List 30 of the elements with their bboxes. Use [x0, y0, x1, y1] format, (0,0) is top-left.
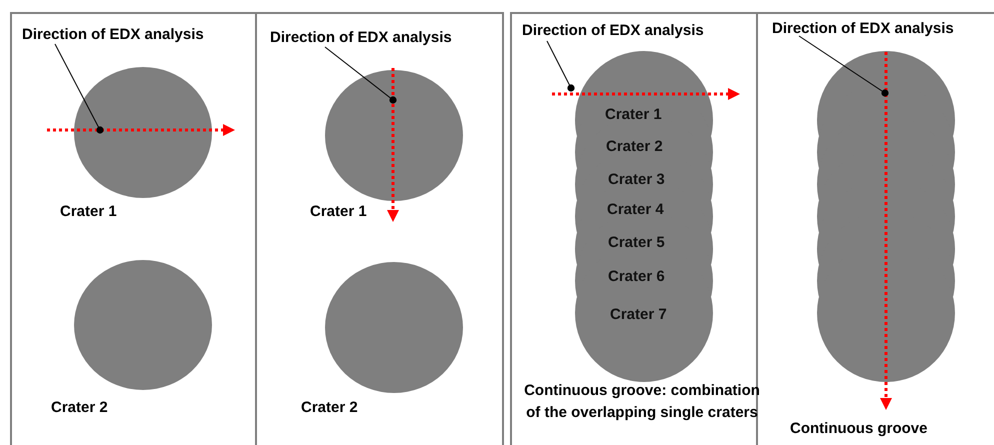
crater-label: Crater 5 — [608, 234, 665, 252]
crater-circle — [325, 70, 463, 201]
crater-circle — [74, 67, 212, 198]
crater-label: Crater 4 — [607, 201, 664, 219]
annotation-label: Direction of EDX analysis — [270, 29, 452, 47]
leader-line — [798, 36, 889, 97]
crater-label: Crater 2 — [606, 138, 663, 156]
crater-caption: Crater 2 — [301, 398, 359, 418]
crater-caption: Crater 1 — [60, 202, 118, 222]
crater-label: Crater 6 — [608, 268, 665, 286]
crater-label: Crater 1 — [605, 106, 662, 124]
annotation-label: Direction of EDX analysis — [772, 20, 954, 38]
crater-label: Crater 3 — [608, 171, 665, 189]
crater-circle — [74, 260, 212, 390]
panel-frame — [10, 12, 257, 445]
crater-label: Crater 7 — [610, 306, 667, 324]
crater-caption: Continuous groove: combination of the overlapping single craters — [524, 381, 760, 423]
crater-caption: Crater 1 — [310, 202, 368, 222]
crater-circle — [325, 262, 463, 393]
leader-line — [54, 44, 104, 134]
crater-caption: Crater 2 — [51, 398, 109, 418]
leader-line — [546, 40, 575, 92]
panel-frame — [510, 12, 758, 445]
leader-line — [324, 46, 397, 104]
annotation-label: Direction of EDX analysis — [22, 26, 204, 44]
panel-frame — [255, 12, 504, 445]
groove-shape — [575, 51, 713, 382]
crater-caption: Continuous groove — [790, 419, 928, 439]
groove-shape — [817, 51, 955, 382]
annotation-label: Direction of EDX analysis — [522, 22, 704, 40]
